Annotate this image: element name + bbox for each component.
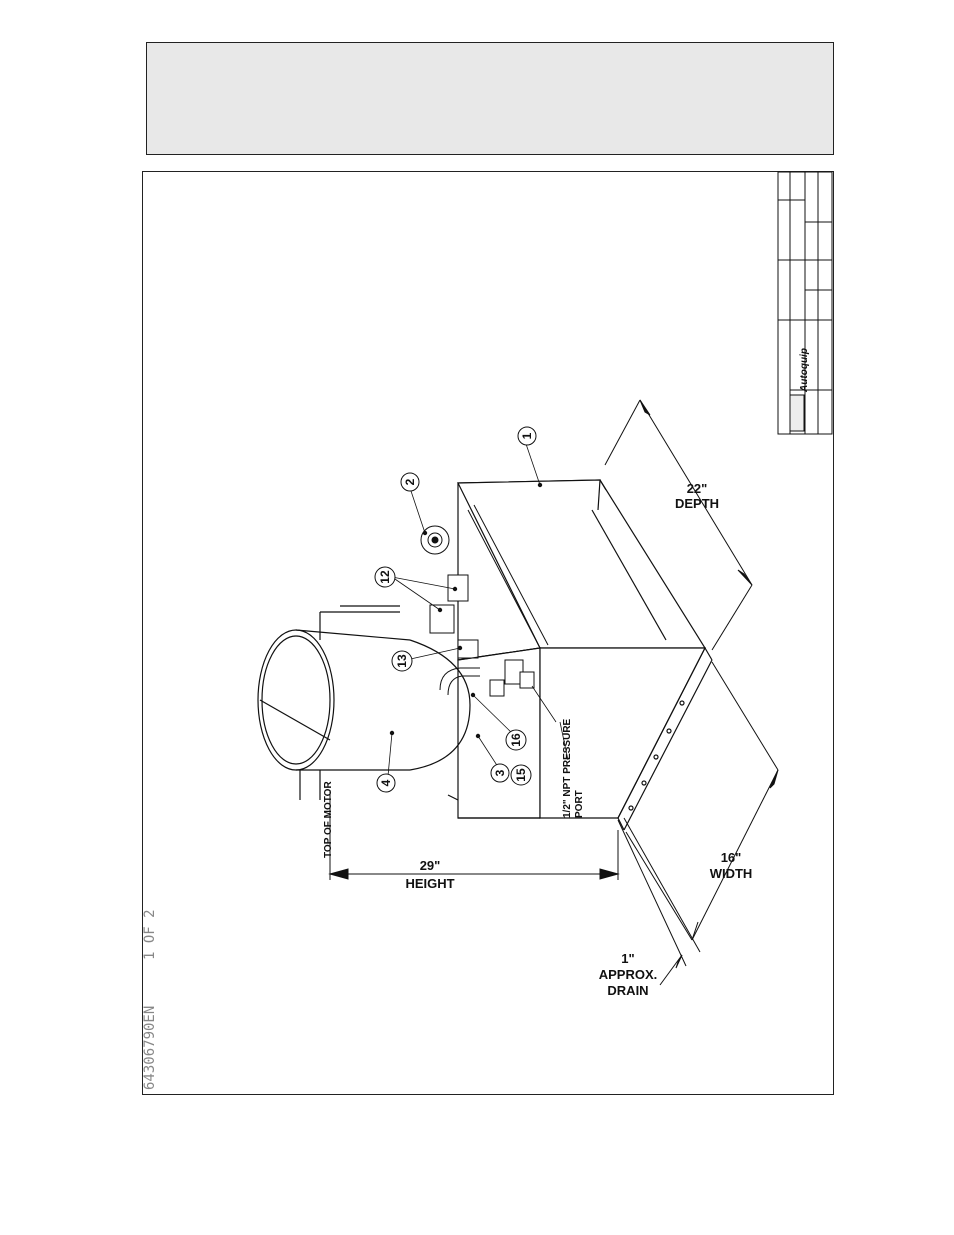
motor — [257, 605, 471, 800]
height-dimension — [328, 790, 620, 880]
depth-dimension — [604, 399, 753, 651]
valve-assembly — [420, 504, 549, 697]
top-of-motor-label: TOP OF MOTOR — [323, 781, 334, 858]
balloon-12: 12 — [378, 570, 392, 584]
drain-label-approx: APPROX. — [599, 967, 658, 982]
balloon-2: 2 — [403, 478, 417, 485]
pressure-port-label-1: 1/2" NPT PRESSURE — [562, 718, 573, 818]
balloon-16: 16 — [509, 733, 523, 747]
depth-value: 22" — [687, 481, 708, 496]
drain-value: 1" — [621, 951, 634, 966]
brand-logo: Autoquip — [799, 348, 810, 393]
width-dimension — [625, 661, 779, 941]
balloon-4: 4 — [379, 779, 393, 786]
drain-label-drain: DRAIN — [607, 983, 648, 998]
depth-label: DEPTH — [675, 496, 719, 511]
pressure-port-label-2: PORT — [574, 790, 585, 818]
height-value: 29" — [420, 858, 441, 873]
width-label: WIDTH — [710, 866, 753, 881]
sheet-number: 1 OF 2 — [142, 909, 158, 960]
balloon-15: 15 — [514, 768, 528, 782]
balloon-1: 1 — [520, 432, 534, 439]
height-label: HEIGHT — [405, 876, 454, 891]
reservoir-tank — [447, 479, 713, 831]
balloon-13: 13 — [395, 654, 409, 668]
header-box — [146, 42, 834, 155]
title-block — [777, 171, 833, 435]
balloons — [374, 426, 537, 793]
drain-dimension — [617, 817, 701, 986]
document-id: 64306790EN — [142, 1006, 158, 1090]
width-value: 16" — [721, 850, 742, 865]
balloon-3: 3 — [493, 769, 507, 776]
